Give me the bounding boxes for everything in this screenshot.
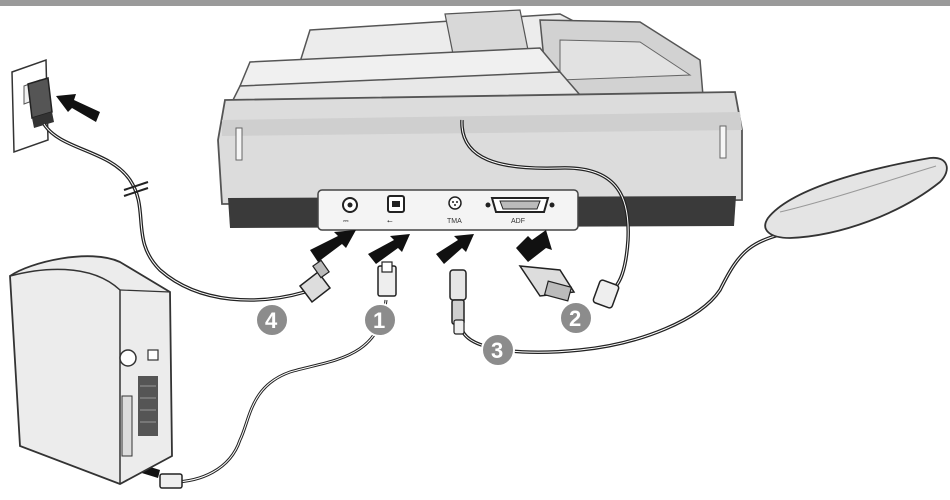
callout-4: 4 [256,304,288,336]
tma-port-label: TMA [447,218,462,225]
arrow-usb-icon [368,234,410,264]
power-plug[interactable] [300,260,330,302]
adf-port-label: ADF [511,218,525,225]
arrow-wall-plug-icon [56,94,100,122]
usb-plug[interactable] [378,262,396,296]
arrow-power-icon [310,230,356,262]
tma-device [765,158,947,238]
callout-1: 1 [364,304,396,336]
svg-text:1: 1 [373,308,385,333]
tma-plug[interactable] [450,270,466,334]
usb-port-label: ⭠ [387,218,393,225]
arrow-tma-icon [436,234,474,264]
usb-plug-computer[interactable] [160,474,182,488]
callout-2: 2 [560,302,592,334]
svg-text:3: 3 [491,338,503,363]
svg-text:4: 4 [265,308,278,333]
computer-tower [10,256,172,484]
svg-text:2: 2 [569,306,581,331]
callout-3: 3 [482,334,514,366]
power-port-label: ⎓ [343,218,349,225]
adf-plug[interactable] [520,266,574,301]
arrow-adf-icon [516,230,552,262]
